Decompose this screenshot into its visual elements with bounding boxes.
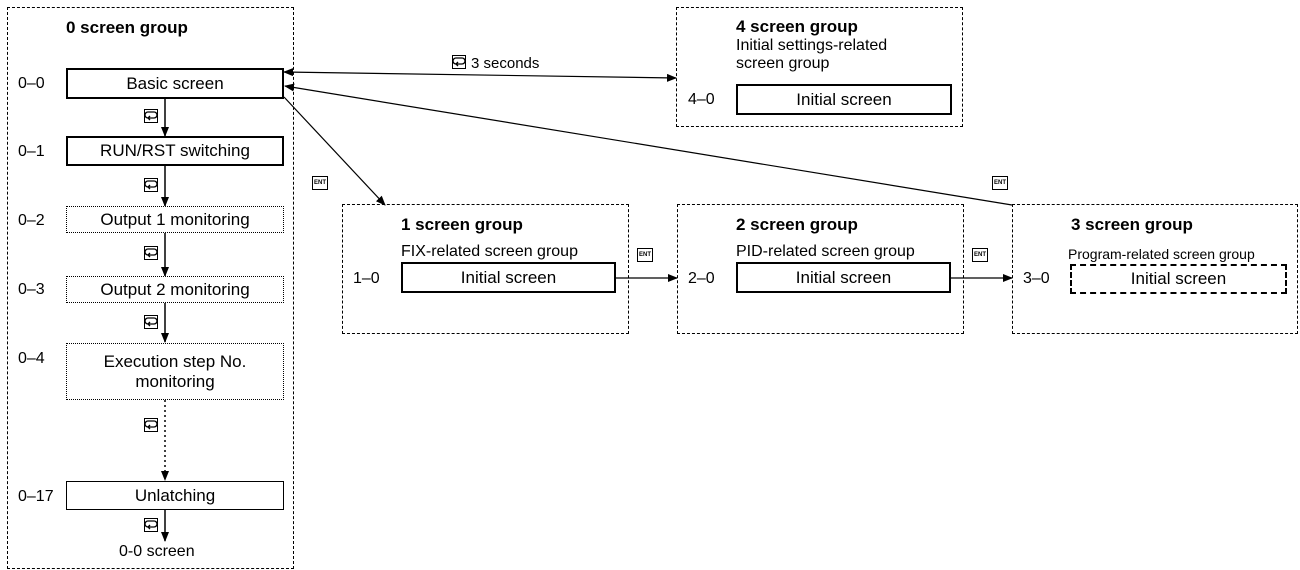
code-0-17: 0–17 [18,488,54,505]
group-2-initial-screen-box: Initial screen [736,262,951,293]
group-4-subtitle-1: Initial settings-related [736,37,888,54]
group-2-title: 2 screen group [736,215,858,234]
group-3-title: 3 screen group [1071,215,1193,234]
three-seconds-label: 3 seconds [471,55,540,72]
code-0-2: 0–2 [18,212,45,229]
arrow-group3-basic [284,83,1013,206]
end-label: 0-0 screen [119,543,195,560]
unlatching-box: Unlatching [66,481,284,510]
run-rst-switching-box: RUN/RST switching [66,136,284,166]
group-4-subtitle-2: screen group [736,55,830,72]
code-0-3: 0–3 [18,281,45,298]
mode-key-icon [144,315,158,329]
group-1-title: 1 screen group [401,215,523,234]
basic-screen-box: Basic screen [66,68,284,99]
group-3 [1012,204,1298,334]
code-0-1: 0–1 [18,143,45,160]
group-2 [677,204,964,334]
ent-key-icon: ENT [312,176,328,190]
group-1-subtitle: FIX-related screen group [401,243,578,260]
ent-key-icon: ENT [992,176,1008,190]
mode-key-icon [144,178,158,192]
group-3-subtitle: Program-related screen group [1068,246,1255,262]
group-0 [7,7,294,569]
group-0-title: 0 screen group [66,18,188,37]
mode-key-icon [144,418,158,432]
mode-key-icon [144,109,158,123]
mode-key-icon [144,518,158,532]
code-1-0: 1–0 [353,270,380,287]
code-3-0: 3–0 [1023,270,1050,287]
group-3-initial-screen-box: Initial screen [1070,264,1287,294]
group-1 [342,204,629,334]
group-4-initial-screen-box: Initial screen [736,84,952,115]
mode-key-icon [144,246,158,260]
mode-key-icon [452,55,466,69]
group-4-title: 4 screen group [736,17,858,36]
code-4-0: 4–0 [688,91,715,108]
arrow-basic-group4 [283,68,677,82]
output-1-monitoring-box: Output 1 monitoring [66,206,284,233]
code-0-0: 0–0 [18,75,45,92]
code-2-0: 2–0 [688,270,715,287]
arrow-basic-group1 [283,96,386,206]
output-2-monitoring-box: Output 2 monitoring [66,276,284,303]
ent-key-icon: ENT [637,248,653,262]
ent-key-icon: ENT [972,248,988,262]
execution-step-monitoring-box: Execution step No. monitoring [66,343,284,400]
group-4 [676,7,963,127]
group-2-subtitle: PID-related screen group [736,243,915,260]
code-0-4: 0–4 [18,350,45,367]
group-1-initial-screen-box: Initial screen [401,262,616,293]
